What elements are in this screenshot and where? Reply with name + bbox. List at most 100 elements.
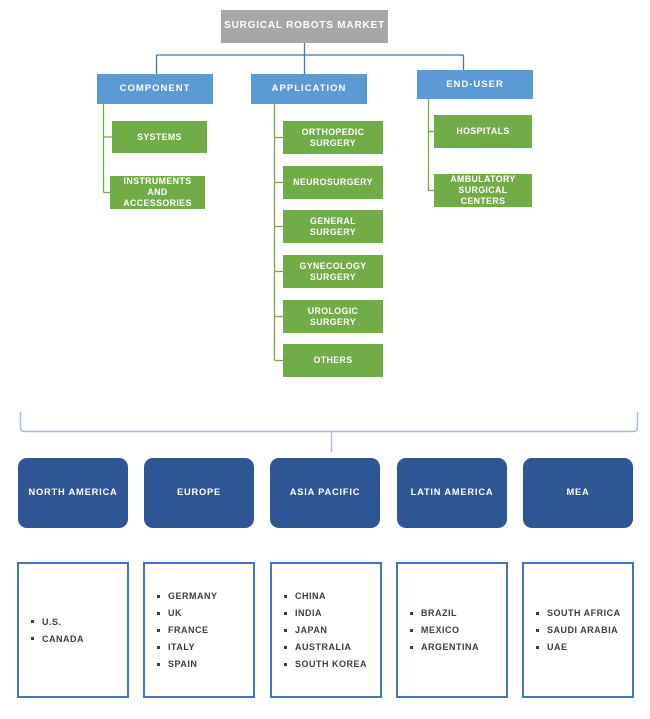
segment-item-ambulatory-surgical-centers: AMBULATORY SURGICAL CENTERS [434, 174, 532, 207]
bullet-icon [157, 611, 160, 615]
country-item: ITALY [157, 639, 249, 656]
bullet-icon [284, 628, 287, 632]
region-label: ASIA PACIFIC [289, 487, 361, 498]
segment-item-label: ORTHOPEDIC SURGERY [301, 126, 365, 148]
diagram-title: SURGICAL ROBOTS MARKET [224, 20, 385, 32]
bullet-icon [31, 620, 34, 623]
country-label: CANADA [42, 633, 84, 644]
bullet-icon [157, 662, 160, 666]
bullet-icon [157, 628, 160, 632]
region-box-europe: EUROPE [144, 458, 254, 528]
country-label: UK [168, 608, 182, 618]
country-item: UK [157, 605, 249, 622]
region-box-latin-america: LATIN AMERICA [397, 458, 507, 528]
region-label: EUROPE [176, 487, 222, 498]
segment-item-label: GENERAL SURGERY [310, 215, 356, 237]
country-label: BRAZIL [421, 608, 457, 618]
bullet-icon [284, 611, 287, 615]
segment-item-general-surgery: GENERAL SURGERY [283, 210, 383, 243]
region-label: NORTH AMERICA [28, 487, 118, 498]
enduser-branch-line [427, 99, 434, 192]
country-label: GERMANY [168, 591, 218, 601]
segment-item-instruments-and-accessories: INSTRUMENTS AND ACCESSORIES [110, 176, 205, 209]
bullet-icon [410, 628, 413, 632]
bullet-icon [536, 645, 539, 649]
bullet-icon [410, 645, 413, 649]
bullet-icon [284, 662, 287, 666]
country-item: MEXICO [410, 622, 502, 639]
country-label: SOUTH KOREA [295, 659, 368, 669]
bullet-icon [157, 594, 160, 598]
country-label: JAPAN [295, 625, 328, 635]
country-item: UAE [536, 639, 628, 656]
segment-item-label: SYSTEMS [137, 131, 182, 142]
region-label: MEA [566, 487, 590, 498]
segment-item-label: INSTRUMENTS AND ACCESSORIES [123, 176, 192, 208]
country-label: INDIA [295, 608, 322, 618]
bullet-icon [31, 637, 34, 640]
regions-bracket [19, 412, 639, 452]
segment-item-others: OTHERS [283, 344, 383, 377]
country-item: GERMANY [157, 588, 249, 605]
country-item: SPAIN [157, 656, 249, 673]
segment-item-neurosurgery: NEUROSURGERY [283, 166, 383, 199]
country-item: CANADA [31, 630, 123, 647]
country-label: SPAIN [168, 659, 198, 669]
bullet-icon [536, 611, 539, 615]
region-box-mea: MEA [523, 458, 633, 528]
bullet-icon [284, 645, 287, 649]
segment-header-component: COMPONENT [97, 74, 213, 104]
region-box-asia-pacific: ASIA PACIFIC [270, 458, 380, 528]
country-label: AUSTRALIA [295, 642, 352, 652]
country-item: INDIA [284, 605, 376, 622]
segment-item-urologic-surgery: UROLOGIC SURGERY [283, 300, 383, 333]
root-node: SURGICAL ROBOTS MARKET [221, 10, 388, 43]
country-label: SAUDI ARABIA [547, 625, 619, 635]
segment-item-label: UROLOGIC SURGERY [307, 305, 359, 327]
country-label: FRANCE [168, 625, 209, 635]
country-item: SOUTH AFRICA [536, 605, 628, 622]
country-label: UAE [547, 642, 568, 652]
country-list-asia-pacific: CHINA INDIA JAPAN AUSTRALIA SOUTH KOREA [270, 562, 382, 698]
segment-label: APPLICATION [271, 83, 347, 95]
segment-item-gynecology-surgery: GYNECOLOGY SURGERY [283, 255, 383, 288]
country-item: JAPAN [284, 622, 376, 639]
region-label: LATIN AMERICA [410, 487, 494, 498]
country-item: U.S. [31, 613, 123, 630]
segment-item-label: NEUROSURGERY [293, 177, 373, 187]
country-label: ITALY [168, 642, 196, 652]
segment-label: END-USER [446, 78, 504, 90]
country-label: SOUTH AFRICA [547, 608, 621, 618]
segment-header-application: APPLICATION [251, 74, 367, 104]
tree-connector [155, 43, 465, 74]
country-item: CHINA [284, 588, 376, 605]
application-branch-line [273, 104, 283, 362]
country-list-north-america: U.S. CANADA [17, 562, 129, 698]
country-label: MEXICO [421, 625, 460, 635]
country-item: SOUTH KOREA [284, 656, 376, 673]
bullet-icon [536, 628, 539, 632]
country-label: ARGENTINA [421, 642, 479, 652]
segment-header-end-user: END-USER [417, 70, 533, 99]
country-list-mea: SOUTH AFRICA SAUDI ARABIA UAE [522, 562, 634, 698]
country-list-latin-america: BRAZIL MEXICO ARGENTINA [396, 562, 508, 698]
country-item: BRAZIL [410, 605, 502, 622]
segment-item-orthopedic-surgery: ORTHOPEDIC SURGERY [283, 121, 383, 154]
bullet-icon [284, 594, 287, 598]
segment-item-label: OTHERS [313, 355, 353, 365]
country-label: U.S. [42, 616, 62, 627]
segment-item-label: HOSPITALS [456, 126, 510, 136]
country-label: CHINA [295, 591, 326, 601]
segment-item-hospitals: HOSPITALS [434, 115, 532, 148]
country-item: ARGENTINA [410, 639, 502, 656]
region-box-north-america: NORTH AMERICA [18, 458, 128, 528]
country-item: FRANCE [157, 622, 249, 639]
segment-item-label: GYNECOLOGY SURGERY [299, 260, 367, 282]
country-item: AUSTRALIA [284, 639, 376, 656]
segment-item-systems: SYSTEMS [112, 121, 207, 153]
segment-label: COMPONENT [119, 83, 191, 95]
country-item: SAUDI ARABIA [536, 622, 628, 639]
component-branch-line [102, 104, 112, 194]
